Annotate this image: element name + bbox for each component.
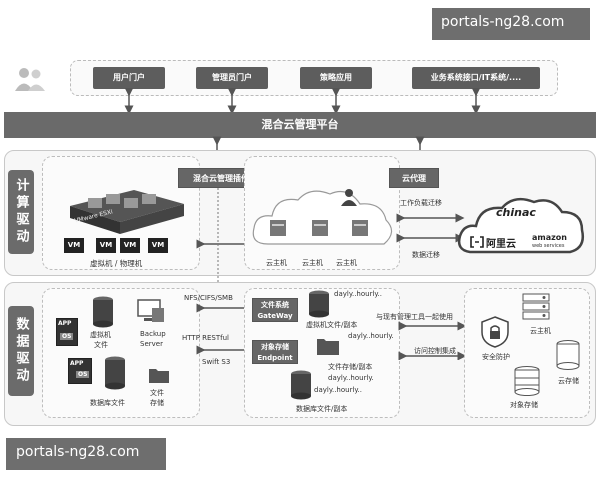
users-icon <box>15 68 45 91</box>
folder-icon <box>149 369 169 383</box>
amazon-sub-logo: web services <box>532 243 565 249</box>
vm-files-label-2: 文件 <box>94 341 108 349</box>
backup-label-1: Backup <box>140 330 166 338</box>
vm-file-cylinder-icon <box>93 296 113 328</box>
cloud-host-label: 云主机 <box>530 327 551 335</box>
folder-copy-icon <box>317 339 339 355</box>
nfs-label: NFS/CIFS/SMB <box>184 294 233 302</box>
db-cylinder-icon <box>105 356 125 390</box>
portal-arrows <box>124 88 481 115</box>
portal-policy[interactable]: 策略应用 <box>300 67 372 89</box>
mgmt-tools-label: 与现有管理工具一起使用 <box>376 313 453 321</box>
os-label-2: OS <box>76 371 90 378</box>
dayly-4: dayly..hourly.. <box>314 386 362 394</box>
dayly-1: dayly..hourly.. <box>334 290 382 298</box>
watermark-top: portals-ng28.com <box>441 14 565 30</box>
vm-file-copy-label: 虚拟机文件/副本 <box>306 321 358 329</box>
db-files-label: 数据库文件 <box>90 399 125 407</box>
file-storage-label-2: 存储 <box>150 399 164 407</box>
swift-label: Swift S3 <box>202 358 231 366</box>
db-copy-label: 数据库文件/副本 <box>296 405 348 413</box>
security-label: 安全防护 <box>482 353 510 361</box>
watermark-bottom-box <box>6 438 166 470</box>
object-storage-icon <box>514 366 540 396</box>
aliyun-logo: 阿里云 <box>486 239 516 250</box>
amazon-logo: amazon <box>532 233 567 242</box>
gateway-cylinder-icon <box>309 290 329 318</box>
watermark-bottom: portals-ng28.com <box>16 444 140 460</box>
os-label-1: OS <box>60 333 74 340</box>
object-storage-label: 对象存储 <box>510 401 538 409</box>
security-shield-icon <box>481 316 509 348</box>
data-migration-label: 数据迁移 <box>412 251 440 259</box>
file-storage-label-1: 文件 <box>150 389 164 397</box>
portal-admin[interactable]: 管理员门户 <box>196 67 268 89</box>
cloud-host-3: 云主机 <box>336 259 357 267</box>
compute-side-label: 计算驱动 <box>8 170 34 254</box>
db-copy-cylinder-icon <box>291 370 311 400</box>
chinac-logo: chinac <box>496 206 536 219</box>
file-copy-label: 文件存储/副本 <box>328 363 373 371</box>
backup-label-2: Server <box>140 340 163 348</box>
access-control-label: 访问控制集成 <box>414 347 456 355</box>
watermark-top-box <box>432 8 590 40</box>
http-label: HTTP RESTful <box>182 334 229 342</box>
portal-user[interactable]: 用户门户 <box>93 67 165 89</box>
vm-badge-1: VM <box>64 238 84 253</box>
plugin-vertical-arrow <box>217 188 219 282</box>
vmware-server-icon <box>70 190 184 234</box>
admin-user-icon <box>341 189 357 206</box>
vm-badge-4: VM <box>148 238 168 253</box>
portal-business[interactable]: 业务系统接口/IT系统/.... <box>412 67 540 89</box>
data-source-panel <box>42 288 200 418</box>
vm-badge-3: VM <box>120 238 140 253</box>
cloud-storage-label: 云存储 <box>558 377 579 385</box>
cloud-host-1: 云主机 <box>266 259 287 267</box>
proxy-tag: 云代理 <box>389 168 439 188</box>
data-side-label: 数据驱动 <box>8 306 34 396</box>
dayly-2: dayly..hourly. <box>348 332 394 340</box>
data-right-arrows <box>398 321 467 360</box>
aliyun-icon <box>470 236 484 248</box>
platform-bar: 混合云管理平台 <box>4 112 596 138</box>
vm-badge-2: VM <box>96 238 116 253</box>
private-cloud-icon <box>252 190 393 245</box>
cloud-storage-icon <box>556 340 580 370</box>
migration-arrows <box>396 213 465 243</box>
protocol-arrows <box>196 303 256 355</box>
workload-migration-label: 工作负载迁移 <box>400 199 442 207</box>
vm-caption: 虚拟机 / 物理机 <box>90 259 143 268</box>
app-label-1: APP <box>58 320 72 327</box>
public-cloud-icon <box>457 197 584 254</box>
backup-server-icon <box>137 299 164 322</box>
cloud-host-2: 云主机 <box>302 259 323 267</box>
vm-files-label-1: 虚拟机 <box>90 331 111 339</box>
app-label-2: APP <box>70 360 84 367</box>
dayly-3: dayly..hourly. <box>328 374 374 382</box>
compute-horizontal-arrow <box>196 239 256 249</box>
cloud-host-server-icon <box>522 293 550 320</box>
